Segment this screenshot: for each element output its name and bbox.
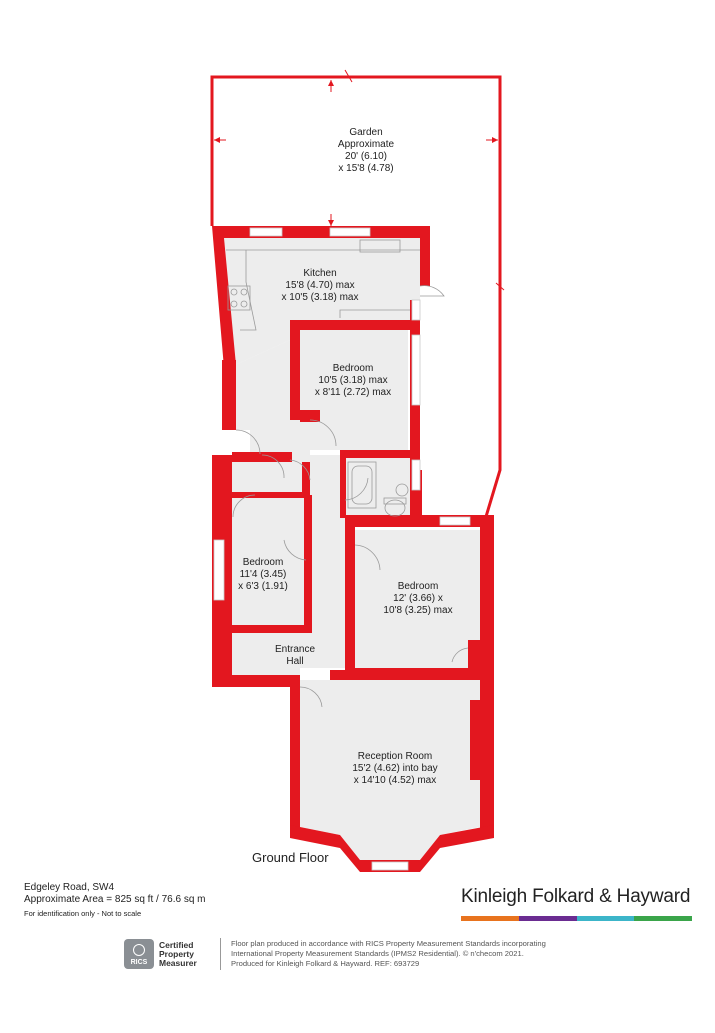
brand-bar-green [634, 916, 692, 921]
room-label-reception: Reception Room 15'2 (4.62) into bay x 14… [352, 751, 437, 786]
garden-area [210, 69, 505, 521]
rics-text: Certified Property Measurer [159, 939, 197, 968]
rics-badge: RICS Certified Property Measurer [124, 938, 222, 970]
room-label-hall: Entrance Hall [275, 644, 315, 667]
brand-bar-purple [518, 916, 577, 921]
svg-text:10'5 (3.18) max: 10'5 (3.18) max [318, 375, 387, 386]
svg-text:x 10'5 (3.18) max: x 10'5 (3.18) max [282, 292, 359, 303]
svg-text:Hall: Hall [286, 656, 303, 667]
room-label-kitchen: Kitchen 15'8 (4.70) max x 10'5 (3.18) ma… [282, 268, 359, 303]
windows [213, 227, 471, 871]
rics-logo-icon: RICS [124, 939, 154, 969]
svg-text:12' (3.66) x: 12' (3.66) x [393, 593, 443, 604]
address: Edgeley Road, SW4 [24, 882, 115, 893]
room-label-garden: Garden Approximate 20' (6.10) x 15'8 (4.… [338, 127, 395, 174]
svg-text:Bedroom: Bedroom [333, 363, 374, 374]
floor-plan: Garden Approximate 20' (6.10) x 15'8 (4.… [210, 69, 505, 872]
svg-text:Reception Room: Reception Room [358, 751, 432, 762]
floor-fill [224, 238, 480, 860]
svg-text:Garden: Garden [349, 127, 382, 138]
svg-text:x 6'3 (1.91): x 6'3 (1.91) [238, 581, 288, 592]
brand-color-bar [461, 916, 692, 921]
bathroom-fixtures [347, 461, 409, 517]
approximate-area: Approximate Area = 825 sq ft / 76.6 sq m [24, 894, 206, 905]
brand-name: Kinleigh Folkard & Hayward [461, 886, 691, 907]
brand-bar-orange [461, 916, 519, 921]
svg-text:15'2 (4.62) into bay: 15'2 (4.62) into bay [352, 763, 437, 774]
svg-text:10'8 (3.25) max: 10'8 (3.25) max [383, 605, 452, 616]
room-label-bedroom-2: Bedroom 11'4 (3.45) x 6'3 (1.91) [238, 557, 288, 592]
address-block: Edgeley Road, SW4 Approximate Area = 825… [24, 882, 206, 920]
svg-text:x 8'11 (2.72) max: x 8'11 (2.72) max [315, 387, 391, 398]
svg-text:20' (6.10): 20' (6.10) [345, 151, 387, 162]
disclaimer: For identification only - Not to scale [24, 909, 142, 918]
svg-text:11'4 (3.45): 11'4 (3.45) [240, 569, 287, 580]
door-swings [232, 419, 469, 708]
kitchen-fixtures [226, 239, 445, 331]
svg-text:Approximate: Approximate [338, 139, 395, 150]
legal-notice: Floor plan produced in accordance with R… [231, 939, 546, 968]
svg-text:15'8 (4.70) max: 15'8 (4.70) max [285, 280, 354, 291]
floor-label: Ground Floor [252, 850, 329, 865]
svg-text:Kitchen: Kitchen [303, 268, 336, 279]
brand-bar-cyan [576, 916, 635, 921]
svg-text:x 15'8 (4.78): x 15'8 (4.78) [338, 163, 393, 174]
room-label-bedroom-1: Bedroom 10'5 (3.18) max x 8'11 (2.72) ma… [315, 363, 391, 398]
svg-text:Bedroom: Bedroom [243, 557, 284, 568]
svg-text:Entrance: Entrance [275, 644, 315, 655]
room-label-bedroom-3: Bedroom 12' (3.66) x 10'8 (3.25) max [383, 581, 452, 616]
svg-text:x 14'10 (4.52) max: x 14'10 (4.52) max [354, 775, 437, 786]
svg-text:Bedroom: Bedroom [398, 581, 439, 592]
